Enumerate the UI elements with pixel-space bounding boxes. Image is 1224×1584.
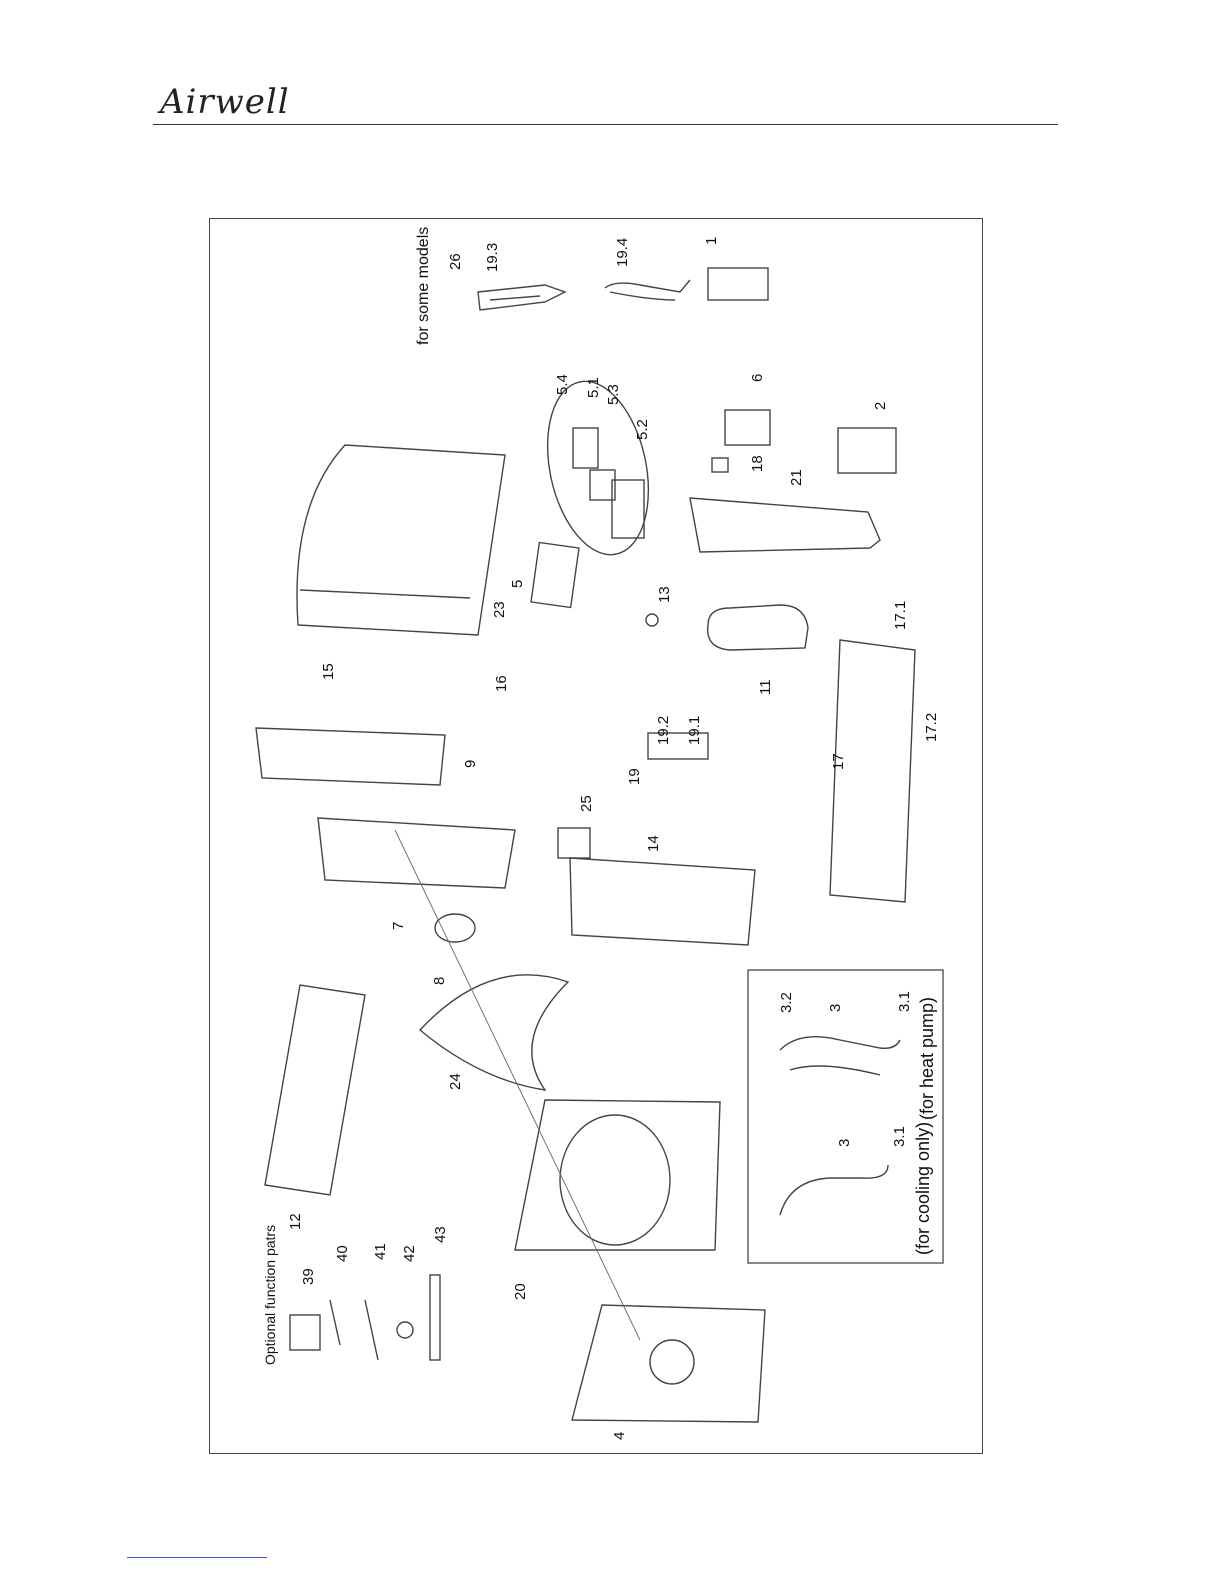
label-2: 2 [872, 402, 889, 410]
label-18: 18 [749, 455, 766, 472]
label-5-2: 5.2 [634, 419, 651, 440]
label-41: 41 [372, 1243, 389, 1260]
label-42: 42 [401, 1245, 418, 1262]
part-1-bracket [708, 268, 768, 300]
label-3-heat: 3 [827, 1004, 844, 1012]
label-8: 8 [431, 977, 448, 985]
part-41 [365, 1300, 378, 1360]
fan-axis-line [395, 830, 640, 1340]
part-3-cooling [780, 1165, 888, 1215]
label-39: 39 [300, 1268, 317, 1285]
label-9: 9 [462, 760, 479, 768]
part-19-4 [605, 280, 690, 300]
label-4: 4 [611, 1432, 628, 1440]
label-17-2: 17.2 [923, 713, 940, 742]
part-9 [256, 728, 445, 785]
part-14 [570, 858, 755, 945]
part-40 [330, 1300, 340, 1345]
label-19: 19 [626, 768, 643, 785]
label-7: 7 [390, 922, 407, 930]
label-15: 15 [320, 663, 337, 680]
part-12-cover [265, 985, 365, 1195]
part-8-motor [435, 914, 475, 942]
label-23: 23 [491, 601, 508, 618]
label-3-1-heat: 3.1 [896, 991, 913, 1012]
label-5-4: 5.4 [554, 374, 571, 395]
label-40: 40 [334, 1245, 351, 1262]
caption-optional-parts: Optional function patrs [262, 1225, 278, 1365]
label-11: 11 [757, 679, 774, 695]
part-4-grille [572, 1305, 765, 1422]
part-19-3 [478, 285, 565, 310]
part-43 [430, 1275, 440, 1360]
label-12: 12 [287, 1213, 304, 1230]
label-19-3: 19.3 [484, 243, 501, 272]
label-19-2: 19.2 [655, 716, 672, 745]
part-21 [690, 498, 880, 552]
label-6: 6 [749, 374, 766, 382]
label-13: 13 [656, 586, 673, 603]
label-17-1: 17.1 [892, 601, 909, 630]
label-5: 5 [509, 580, 526, 588]
part-24-fan [420, 975, 568, 1090]
part-18 [712, 458, 728, 472]
part-39 [290, 1315, 320, 1350]
label-5-1: 5.1 [585, 377, 602, 398]
part-5-module [531, 543, 579, 608]
label-3-cool: 3 [836, 1139, 853, 1147]
footer-link-line [127, 1557, 267, 1558]
label-20: 20 [512, 1283, 529, 1300]
part-6 [725, 410, 770, 445]
part-7 [318, 818, 515, 888]
label-21: 21 [788, 469, 805, 486]
caption-heat-pump: (for heat pump) [917, 997, 938, 1120]
label-3-2: 3.2 [778, 992, 795, 1013]
label-24: 24 [447, 1073, 464, 1090]
label-43: 43 [432, 1226, 449, 1243]
part-20-front [515, 1100, 720, 1250]
label-5-3: 5.3 [605, 384, 622, 405]
part-15-coil [297, 445, 505, 635]
part-3-heatpump [780, 1037, 900, 1075]
part-2 [838, 428, 896, 473]
label-3-1-cool: 3.1 [891, 1126, 908, 1147]
part-13 [646, 614, 658, 626]
label-1: 1 [703, 237, 720, 245]
part-25 [558, 828, 590, 858]
label-14: 14 [645, 835, 662, 852]
label-19-4: 19.4 [614, 238, 631, 267]
label-26: 26 [447, 253, 464, 270]
label-17: 17 [830, 753, 847, 770]
label-25: 25 [578, 795, 595, 812]
caption-cooling-only: (for cooling only) [913, 1122, 934, 1255]
part-11-compressor [708, 605, 808, 650]
part-17-base [830, 640, 915, 902]
part-42 [397, 1322, 413, 1338]
label-19-1: 19.1 [686, 716, 703, 745]
label-16: 16 [493, 675, 510, 692]
caption-for-some-models: for some models [415, 227, 433, 345]
